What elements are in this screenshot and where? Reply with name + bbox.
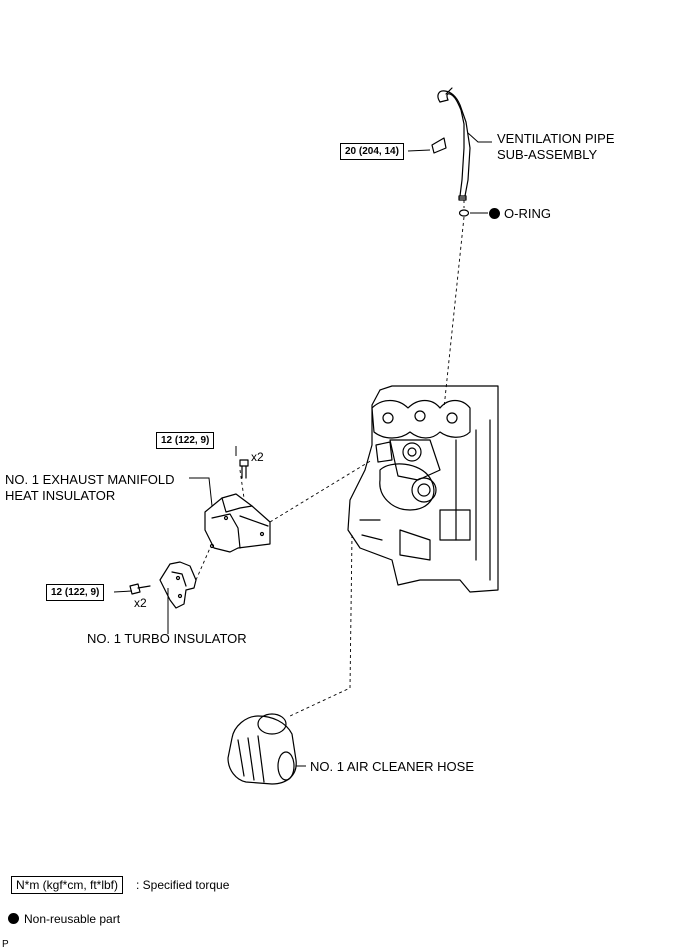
turbo-bolt-drawing bbox=[129, 583, 151, 595]
label-ventilation-pipe-line2: SUB-ASSEMBLY bbox=[497, 147, 598, 162]
corner-mark: P bbox=[2, 939, 9, 950]
label-air-cleaner-hose: NO. 1 AIR CLEANER HOSE bbox=[310, 759, 474, 774]
qty-manifold-bolts: x2 bbox=[251, 450, 264, 464]
legend-torque-desc: : Specified torque bbox=[136, 878, 230, 892]
non-reusable-marker bbox=[489, 208, 500, 219]
turbo-insulator-drawing bbox=[159, 561, 197, 609]
label-exhaust-manifold-insulator-line1: NO. 1 EXHAUST MANIFOLD bbox=[5, 472, 175, 487]
label-o-ring: O-RING bbox=[504, 206, 551, 221]
legend-non-reusable-text: Non-reusable part bbox=[24, 912, 121, 926]
qty-turbo-bolts: x2 bbox=[134, 596, 147, 610]
torque-manifold-insulator: 12 (122, 9) bbox=[156, 432, 215, 449]
label-exhaust-manifold-insulator-line2: HEAT INSULATOR bbox=[5, 488, 116, 503]
torque-ventilation-pipe: 20 (204, 14) bbox=[340, 143, 404, 160]
manifold-bolt-drawing bbox=[239, 459, 249, 479]
o-ring-drawing bbox=[458, 209, 470, 217]
label-ventilation-pipe-line1: VENTILATION PIPE bbox=[497, 131, 615, 146]
label-turbo-insulator: NO. 1 TURBO INSULATOR bbox=[87, 631, 247, 646]
legend-torque-box: N*m (kgf*cm, ft*lbf) bbox=[11, 876, 124, 894]
legend-non-reusable-dot bbox=[8, 913, 19, 924]
exhaust-manifold-insulator-drawing bbox=[204, 493, 271, 553]
torque-turbo-insulator: 12 (122, 9) bbox=[46, 584, 105, 601]
ventilation-pipe-drawing bbox=[431, 87, 471, 201]
engine-block-drawing bbox=[347, 385, 499, 593]
air-cleaner-hose-drawing bbox=[227, 713, 297, 785]
